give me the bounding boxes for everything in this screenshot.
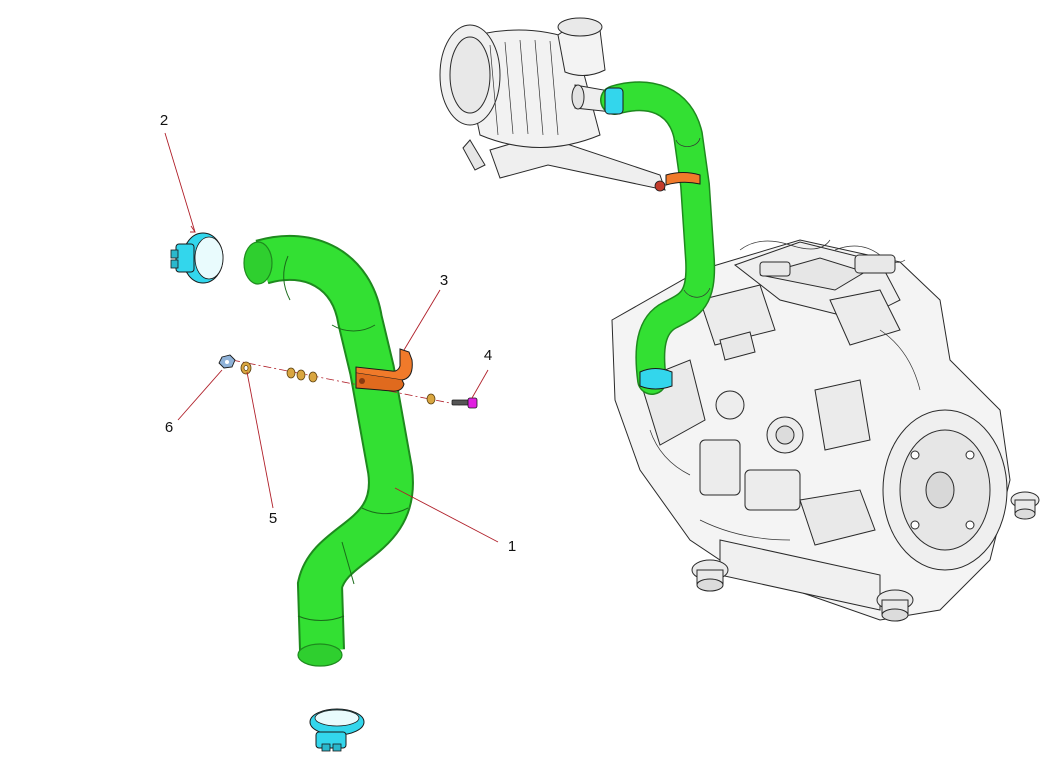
washers-part-5: [240, 361, 436, 405]
leader-lines: [164, 132, 499, 543]
callout-label-2: 2: [160, 112, 168, 129]
hose-part-1: [243, 234, 414, 667]
callout-label-3: 3: [440, 272, 448, 289]
callout-label-4: 4: [484, 347, 492, 364]
callout-labels: 2 3 4 6 5 1: [160, 112, 516, 555]
bracket-part-3: [355, 348, 413, 392]
assembly-axis: [231, 359, 461, 406]
callout-label-5: 5: [269, 510, 277, 527]
callout-label-1: 1: [508, 538, 516, 555]
nut-part-6: [218, 354, 236, 369]
callout-label-6: 6: [165, 419, 173, 436]
engine-assembly: [611, 239, 1040, 622]
bolt-part-4: [451, 397, 478, 409]
clamp-part-2-bottom: [309, 708, 365, 752]
installed-hose: [600, 81, 716, 395]
clamp-part-2-top: [170, 232, 224, 284]
